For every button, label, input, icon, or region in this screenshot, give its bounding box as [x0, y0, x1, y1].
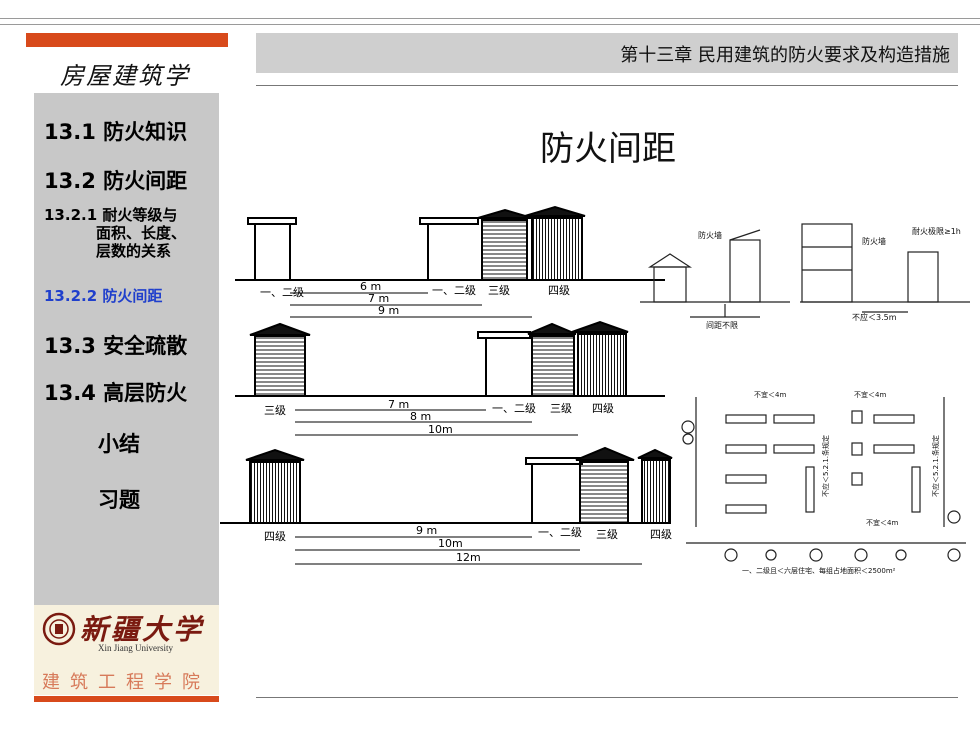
nav-item-13-3[interactable]: 13.3 安全疏散 — [44, 334, 188, 358]
site-plan-inset: 不宜＜4m 不宜＜4m 不宜＜4m 不应＜5.2.1.条规定 不应＜5.2.1.… — [681, 390, 966, 575]
fire-spacing-diagram: 一、二级 一、二级 三级 四级 6 m 7 m 9 m 三级 一、二级 三级 四… — [220, 205, 673, 565]
row1-dim-c: 9 m — [378, 304, 399, 317]
college-name: 建筑工程学院 — [42, 672, 210, 693]
row2-dim-c: 10m — [428, 423, 453, 436]
site-plan-caption: 一、二级且＜六层住宅、每组占地面积＜2500m² — [742, 566, 896, 575]
firewall-label-2: 防火墙 — [862, 236, 886, 246]
nav-item-summary[interactable]: 小结 — [98, 432, 140, 456]
row3-label-a: 一、二级 — [538, 526, 582, 539]
chapter-title: 第十三章 民用建筑的防火要求及构造措施 — [620, 45, 950, 66]
max-4m-label-a: 不宜＜4m — [754, 390, 786, 399]
row1-label-b: 三级 — [488, 284, 510, 297]
row1-dim-a: 6 m — [360, 280, 381, 293]
row2-dim-a: 7 m — [388, 398, 409, 411]
row1-dim-b: 7 m — [368, 292, 389, 305]
nav-item-13-2-1-line2[interactable]: 面积、长度、 — [96, 224, 187, 242]
nav-item-13-2-2[interactable]: 13.2.2 防火间距 — [44, 287, 163, 305]
spacing-unlimited-label: 间距不限 — [706, 321, 738, 330]
row1-left-label: 一、二级 — [260, 286, 304, 299]
brand-title: 房屋建筑学 — [60, 62, 190, 90]
logo-area — [34, 605, 219, 695]
row2-dim-b: 8 m — [410, 410, 431, 423]
nav-item-13-2-1-line3[interactable]: 层数的关系 — [96, 242, 172, 260]
row2-left-label: 三级 — [264, 404, 286, 417]
header-band — [256, 33, 958, 73]
top-rule-2 — [0, 24, 980, 25]
nav-item-exercises[interactable]: 习题 — [98, 488, 140, 512]
nav-item-13-2[interactable]: 13.2 防火间距 — [44, 169, 188, 193]
slide-title: 防火间距 — [540, 129, 676, 169]
nav-item-13-2-1[interactable]: 13.2.1 耐火等级与 — [44, 206, 178, 224]
row3-label-c: 四级 — [650, 528, 672, 541]
row3-dim-c: 12m — [456, 551, 481, 564]
row2-label-b: 三级 — [550, 402, 572, 415]
row3-label-b: 三级 — [596, 528, 618, 541]
university-seal-icon — [42, 612, 76, 646]
header-rule — [256, 85, 958, 86]
nav-item-13-4[interactable]: 13.4 高层防火 — [44, 381, 188, 405]
row1-label-c: 四级 — [548, 284, 570, 297]
row3-left-label: 四级 — [264, 530, 286, 543]
accent-bar — [26, 33, 228, 47]
side-rule-label-b: 不应＜5.2.1.条规定 — [931, 435, 940, 497]
bottom-rule — [256, 697, 958, 698]
university-name: 新疆大学 — [80, 613, 205, 646]
not-less-label: 不应＜3.5m — [852, 312, 897, 322]
row3-dim-a: 9 m — [416, 524, 437, 537]
firewall-label-1: 防火墙 — [698, 230, 722, 240]
firewall-inset: 防火墙 防火墙 间距不限 不应＜3.5m 耐火极限≥1h — [640, 223, 970, 330]
row3-dim-b: 10m — [438, 537, 463, 550]
row1-label-a: 一、二级 — [432, 284, 476, 297]
university-english: Xin Jiang University — [98, 643, 173, 653]
max-4m-label-c: 不宜＜4m — [866, 518, 898, 527]
max-4m-label-b: 不宜＜4m — [854, 390, 886, 399]
side-rule-label-a: 不应＜5.2.1.条规定 — [821, 435, 830, 497]
top-rule — [0, 18, 980, 19]
fire-rating-label: 耐火极限≥1h — [912, 226, 961, 236]
row2-label-a: 一、二级 — [492, 402, 536, 415]
bottom-accent-bar — [34, 696, 219, 702]
nav-item-13-1[interactable]: 13.1 防火知识 — [44, 120, 188, 144]
sidebar — [34, 93, 219, 605]
row2-label-c: 四级 — [592, 402, 614, 415]
